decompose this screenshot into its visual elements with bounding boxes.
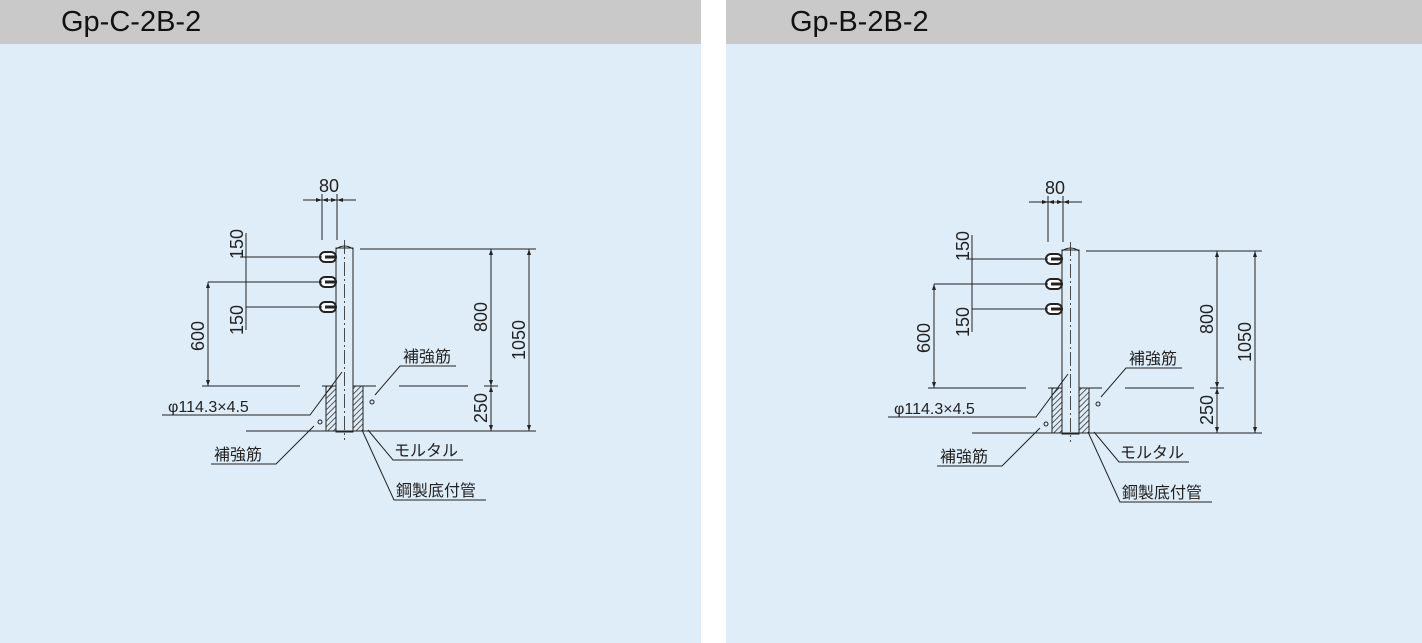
dim-post-spacing: 80: [319, 176, 339, 196]
dim-embed-depth: 250: [471, 393, 491, 423]
label-steel-sleeve: 鋼製底付管: [1122, 484, 1202, 502]
label-rebar-left: 補強筋: [214, 446, 262, 464]
rail-upper: [319, 251, 337, 263]
panel-gp-b-2b-2: Gp-B-2B-2: [726, 0, 1422, 643]
dim-embed-depth: 250: [1197, 395, 1217, 425]
dim-rail-spacing-lower: 150: [953, 307, 973, 337]
label-pipe-spec: φ114.3×4.5: [894, 401, 975, 418]
label-pipe-spec: φ114.3×4.5: [168, 399, 249, 416]
label-rebar-left: 補強筋: [940, 448, 988, 466]
panel-gp-c-2b-2: Gp-C-2B-2: [0, 0, 701, 643]
mortar-hatch-left: [325, 385, 337, 432]
dim-total-height: 1050: [1235, 322, 1255, 362]
dim-top-height: 800: [471, 302, 491, 332]
label-rebar-right: 補強筋: [1129, 350, 1177, 368]
rail-middle: [319, 276, 337, 288]
panel-header: Gp-C-2B-2: [0, 0, 701, 44]
rail-lower: [319, 301, 337, 313]
rail-middle: [1045, 278, 1063, 290]
dim-total-height: 1050: [509, 320, 529, 360]
label-mortar: モルタル: [1120, 444, 1184, 462]
dim-rail-spacing-upper: 150: [227, 229, 247, 259]
dim-rail-height: 600: [188, 321, 208, 351]
dim-rail-spacing-upper: 150: [953, 231, 973, 261]
guard-post-drawing: 80 150 150 600 800 1050 250 φ114.3×4.5 補…: [162, 176, 536, 501]
rail-upper: [1045, 253, 1063, 265]
panel-title: Gp-C-2B-2: [61, 6, 202, 38]
panel-title: Gp-B-2B-2: [790, 6, 929, 38]
label-steel-sleeve: 鋼製底付管: [396, 482, 476, 500]
mortar-hatch-left: [1051, 387, 1063, 434]
label-rebar-right: 補強筋: [403, 348, 451, 366]
dim-rail-height: 600: [914, 323, 934, 353]
dim-rail-spacing-lower: 150: [227, 305, 247, 335]
mortar-hatch-right: [352, 385, 364, 432]
panel-header: Gp-B-2B-2: [726, 0, 1422, 44]
rail-lower: [1045, 303, 1063, 315]
mortar-hatch-right: [1078, 387, 1090, 434]
label-mortar: モルタル: [394, 442, 458, 460]
dim-post-spacing: 80: [1045, 178, 1065, 198]
dim-top-height: 800: [1197, 304, 1217, 334]
guard-post-drawing: 80 150 150 600 800 1050 250 φ114.3×4.5 補…: [888, 178, 1262, 503]
